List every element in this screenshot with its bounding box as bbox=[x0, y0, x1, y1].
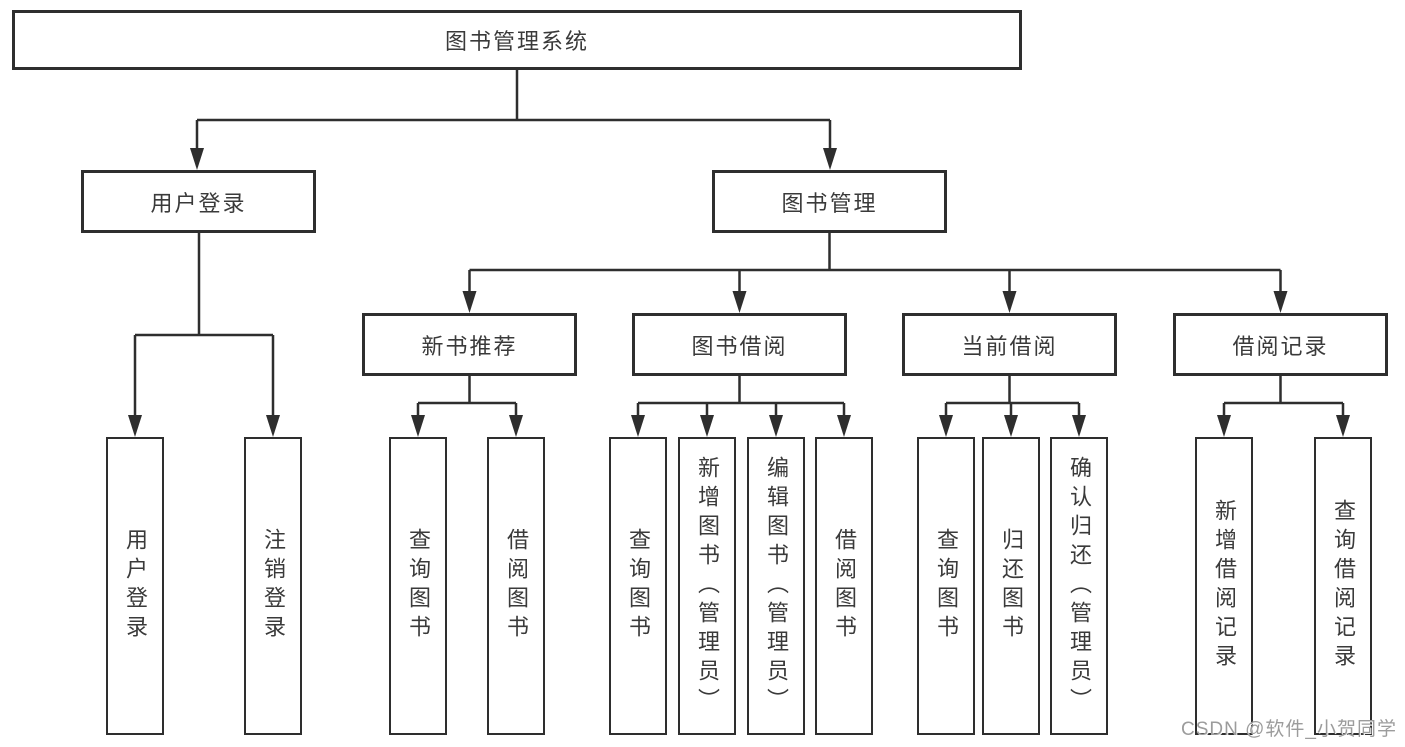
leaf-borrow-books-borrowing: 借阅图书 bbox=[815, 437, 873, 735]
leaf-query-books-current: 查询图书 bbox=[917, 437, 975, 735]
node-book-borrowing: 图书借阅 bbox=[632, 313, 847, 376]
leaf-query-books-borrowing: 查询图书 bbox=[609, 437, 667, 735]
leaf-logout: 注销登录 bbox=[244, 437, 302, 735]
node-borrowing-records: 借阅记录 bbox=[1173, 313, 1388, 376]
arrowheads bbox=[128, 148, 1350, 437]
node-system-root: 图书管理系统 bbox=[12, 10, 1022, 70]
node-current-borrowing: 当前借阅 bbox=[902, 313, 1117, 376]
node-book-management: 图书管理 bbox=[712, 170, 947, 233]
leaf-add-borrow-record: 新增借阅记录 bbox=[1195, 437, 1253, 735]
leaf-borrow-books-recommend: 借阅图书 bbox=[487, 437, 545, 735]
leaf-edit-book-admin: 编辑图书（管理员） bbox=[747, 437, 805, 735]
leaf-return-book: 归还图书 bbox=[982, 437, 1040, 735]
leaf-confirm-return-admin: 确认归还（管理员） bbox=[1050, 437, 1108, 735]
leaf-add-book-admin: 新增图书（管理员） bbox=[678, 437, 736, 735]
node-new-book-recommend: 新书推荐 bbox=[362, 313, 577, 376]
node-user-login: 用户登录 bbox=[81, 170, 316, 233]
leaf-query-books-recommend: 查询图书 bbox=[389, 437, 447, 735]
leaf-query-borrow-record: 查询借阅记录 bbox=[1314, 437, 1372, 735]
watermark: CSDN @软件_小贺同学 bbox=[1181, 719, 1397, 740]
leaf-user-login: 用户登录 bbox=[106, 437, 164, 735]
